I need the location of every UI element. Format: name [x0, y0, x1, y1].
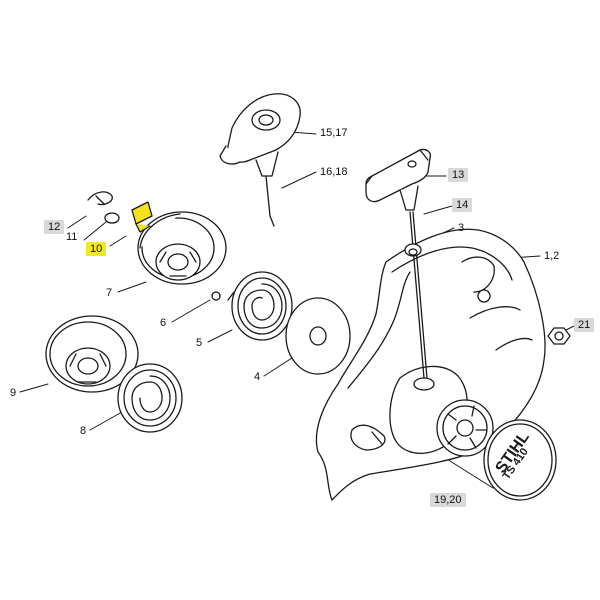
starter-rope-16-18: [265, 175, 275, 227]
callout-21: 21: [574, 318, 595, 332]
fan-housing: [315, 228, 546, 501]
callout-5: 5: [196, 337, 203, 349]
starter-grip-15-17: [219, 93, 301, 177]
pawl-10-highlighted: [131, 201, 153, 233]
callout-1-2: 1,2: [544, 250, 560, 262]
washer-4: [285, 297, 351, 375]
callout-12: 12: [44, 220, 65, 234]
callout-11: 11: [66, 231, 78, 243]
rope-rotor-9: [45, 315, 139, 393]
callout-9: 9: [10, 387, 17, 399]
washer-12: [104, 212, 120, 224]
callout-7: 7: [106, 287, 113, 299]
callout-19-20: 19,20: [430, 493, 466, 507]
callout-13: 13: [448, 168, 469, 182]
starter-grip-13: [365, 148, 432, 211]
callout-4: 4: [254, 371, 261, 383]
callout-16-18: 16,18: [320, 166, 348, 178]
nut-21: [547, 327, 571, 345]
callout-8: 8: [80, 425, 87, 437]
callout-10: 10: [86, 242, 107, 256]
starter-rope: [404, 211, 435, 391]
callout-3: 3: [458, 222, 465, 234]
callout-15-17: 15,17: [320, 127, 348, 139]
callout-6: 6: [160, 317, 167, 329]
logo-plate: [483, 419, 557, 501]
callout-14: 14: [452, 198, 473, 212]
rope-rotor-7: [137, 211, 227, 285]
rewind-spring-8: [117, 363, 183, 433]
screw-6: [211, 291, 221, 301]
rewind-spring-5: [227, 271, 295, 341]
spring-clip-11: [87, 191, 113, 206]
